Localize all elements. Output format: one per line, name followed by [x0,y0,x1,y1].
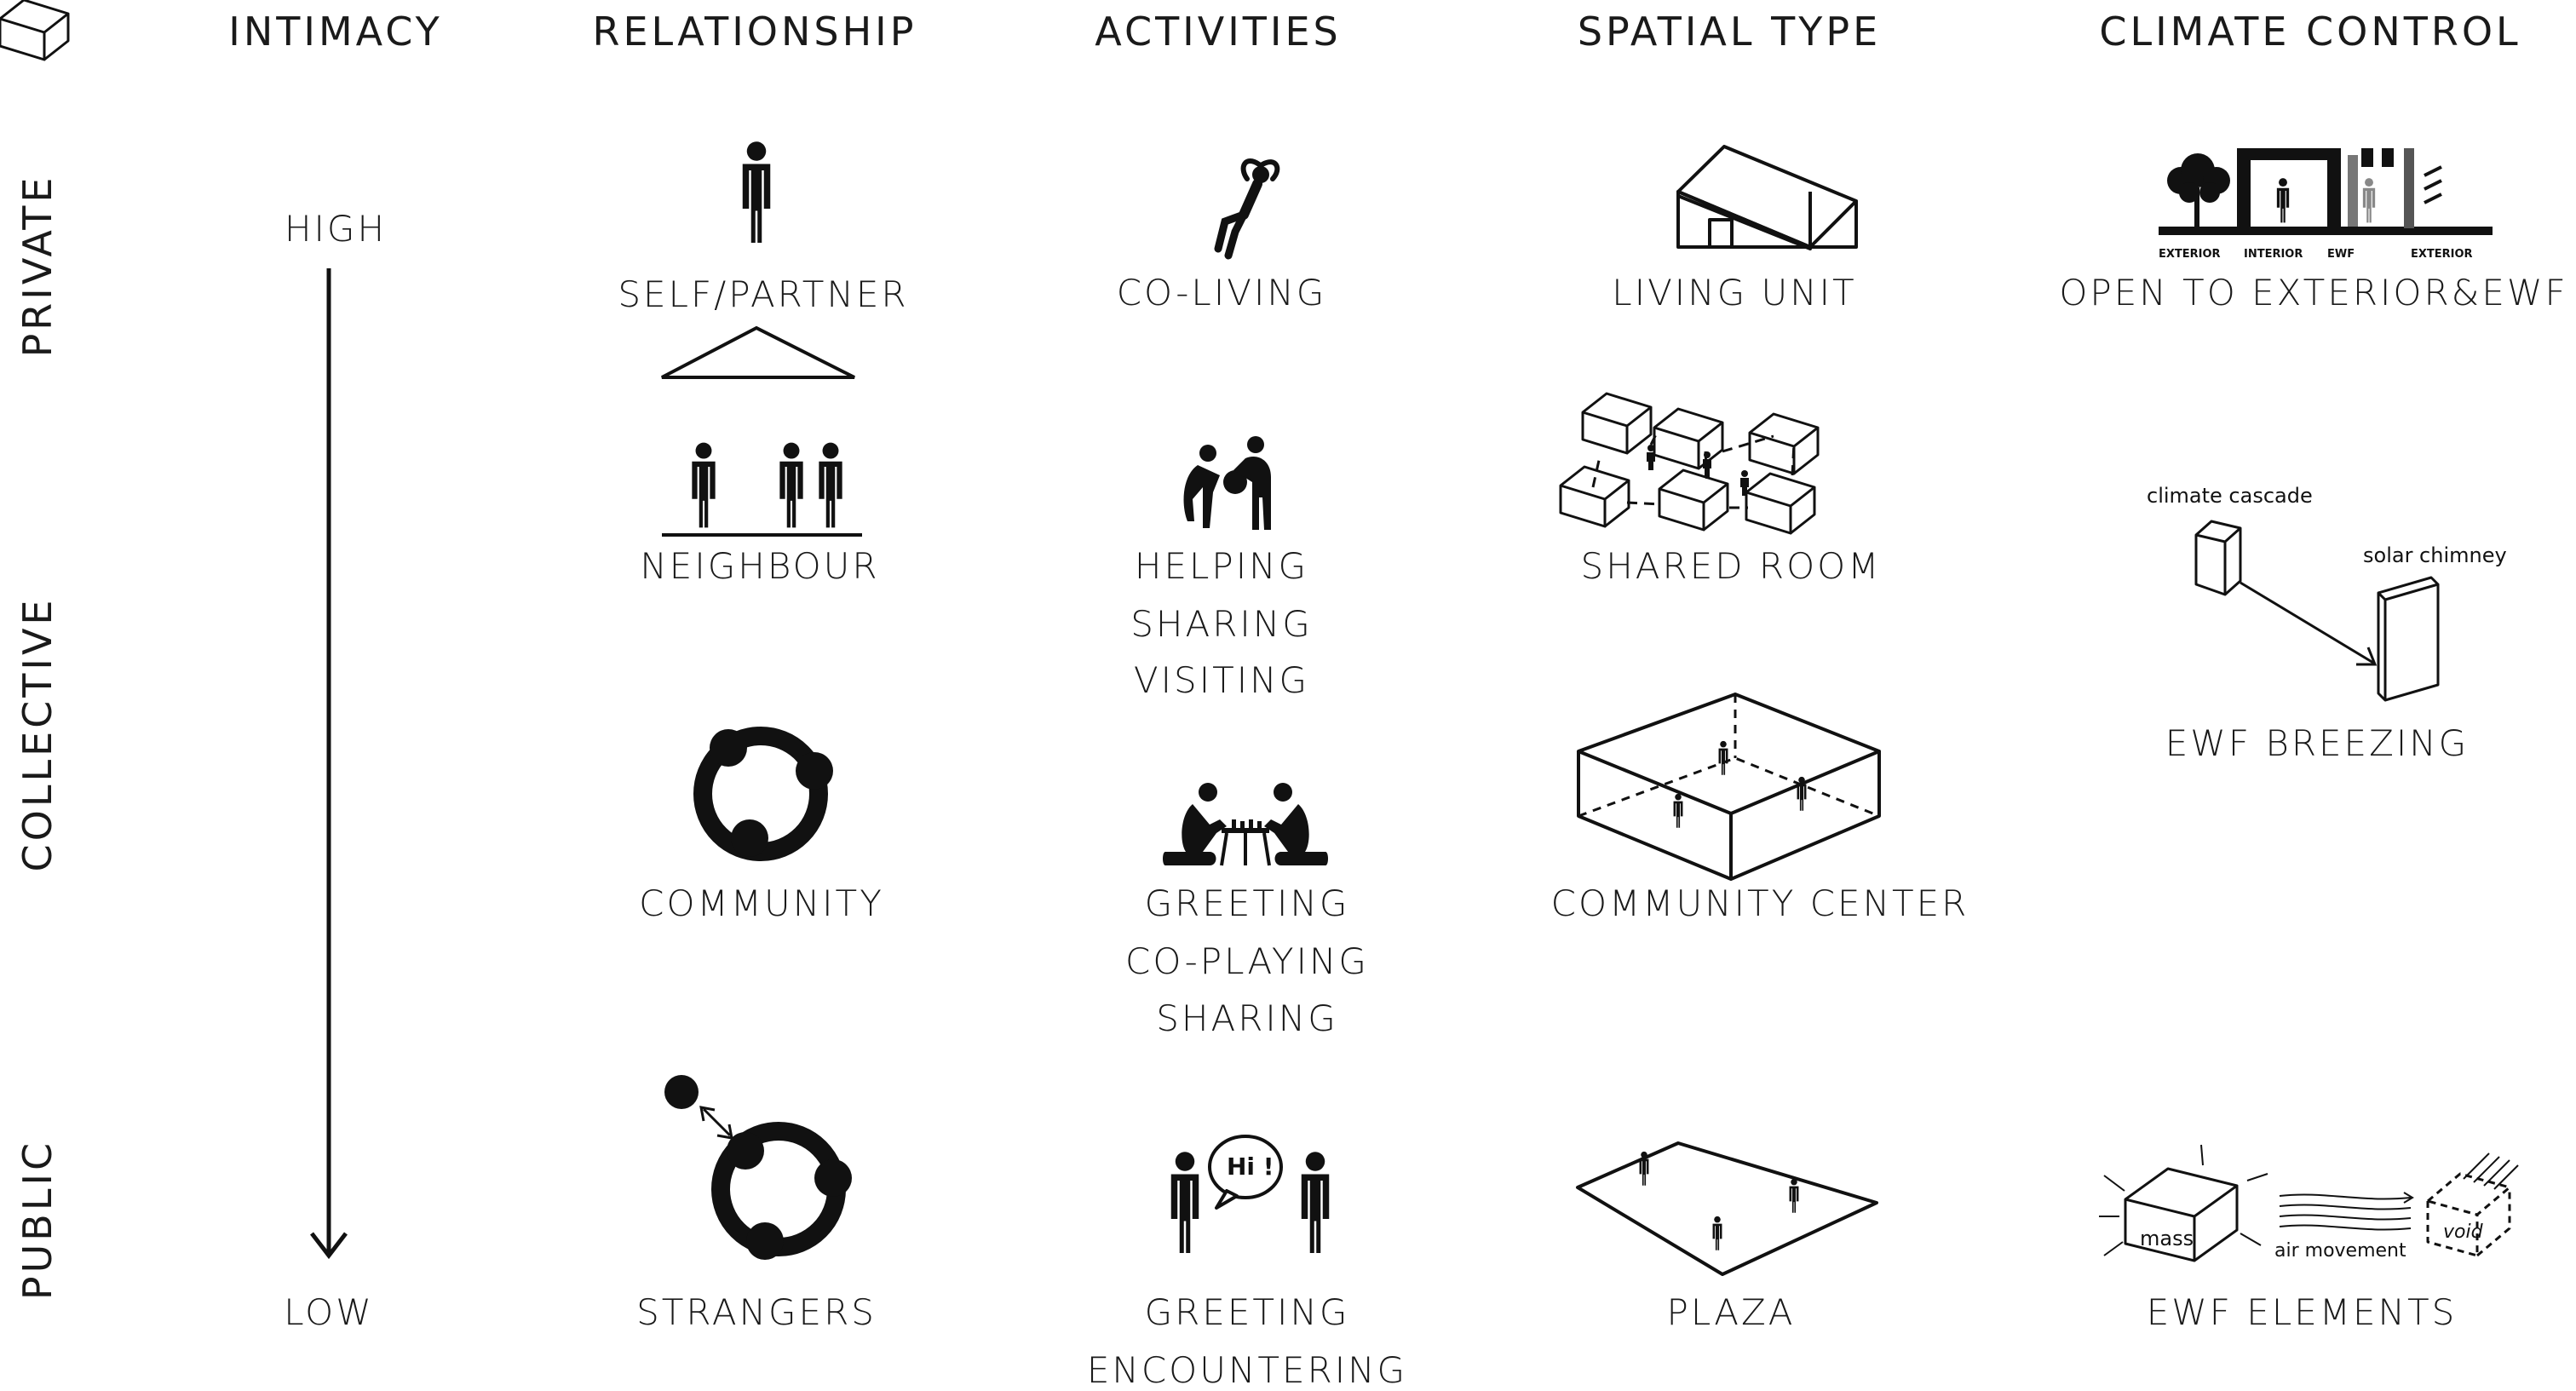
section-label-exterior: EXTERIOR [2159,248,2221,261]
relaxing-person-icon [1214,158,1280,260]
living-unit-box-icon [1676,145,1858,250]
climate-cascade-icon [2194,520,2242,596]
void-label: void [2443,1221,2483,1243]
activity-co-playing: CO-PLAYING [1125,940,1369,982]
community-center-icon [1577,693,1881,881]
row-label-public: PUBLIC [14,1139,60,1301]
spatial-living-unit: LIVING UNIT [1612,272,1857,313]
neighbour-house-icon [661,325,862,537]
intimacy-low-label: LOW [284,1291,374,1333]
climate-ewf-elements: EWF ELEMENTS [2146,1291,2458,1333]
climate-open-label: OPEN TO EXTERIOR&EWF [2059,272,2568,313]
void-block-icon [2426,1152,2519,1257]
activity-encountering: ENCOUNTERING [1086,1349,1408,1391]
relationship-community: COMMUNITY [639,882,884,924]
helping-people-icon [1183,436,1271,530]
header-spatial-type: SPATIAL TYPE [1577,9,1882,55]
open-section-diagram [2159,148,2493,235]
row-label-collective: COLLECTIVE [14,596,60,872]
mass-block-icon [2099,1144,2268,1262]
air-movement-icon [2279,1192,2414,1231]
section-label-exterior-2: EXTERIOR [2411,248,2473,261]
relationship-self-partner: SELF/PARTNER [618,273,909,315]
header-relationship: RELATIONSHIP [592,9,917,55]
section-label-interior: INTERIOR [2244,248,2303,261]
spatial-shared-room: SHARED ROOM [1580,545,1882,587]
climate-cascade-label: climate cascade [2147,484,2313,508]
intimacy-high-label: HIGH [284,208,388,250]
community-ring-icon [693,727,833,861]
activity-sharing: SHARING [1130,603,1313,645]
shared-room-boxes-icon [0,0,1820,535]
strangers-ring-icon [664,1075,852,1260]
activity-visiting: VISITING [1133,659,1310,701]
activity-co-living: CO-LIVING [1116,272,1327,313]
airflow-arrow [2240,581,2378,666]
speech-bubble-text: Hi ! [1227,1152,1274,1181]
relationship-strangers: STRANGERS [636,1291,877,1333]
section-label-ewf: EWF [2327,248,2355,261]
activity-sharing-2: SHARING [1156,997,1338,1039]
activity-helping: HELPING [1134,545,1309,587]
air-movement-label: air movement [2274,1240,2406,1262]
header-climate-control: CLIMATE CONTROL [2099,9,2521,55]
intimacy-arrow [310,268,348,1260]
plaza-icon [1576,1141,1878,1276]
tree-icon [2167,153,2230,228]
solar-chimney-label: solar chimney [2363,543,2507,567]
activity-greeting-public: GREETING [1144,1291,1350,1333]
spatial-community-center: COMMUNITY CENTER [1550,882,1969,924]
header-intimacy: INTIMACY [228,9,443,55]
single-person-icon [742,141,771,243]
mass-label: mass [2140,1227,2194,1250]
chess-players-icon [1163,783,1328,866]
activity-greeting: GREETING [1144,882,1350,924]
spatial-plaza: PLAZA [1666,1291,1796,1333]
relationship-neighbour: NEIGHBOUR [640,545,880,587]
row-label-private: PRIVATE [14,174,60,358]
header-activities: ACTIVITIES [1095,9,1342,55]
solar-chimney-icon [2377,576,2440,702]
greeting-people-icon [1170,1135,1330,1253]
climate-ewf-breezing: EWF BREEZING [2165,722,2470,764]
